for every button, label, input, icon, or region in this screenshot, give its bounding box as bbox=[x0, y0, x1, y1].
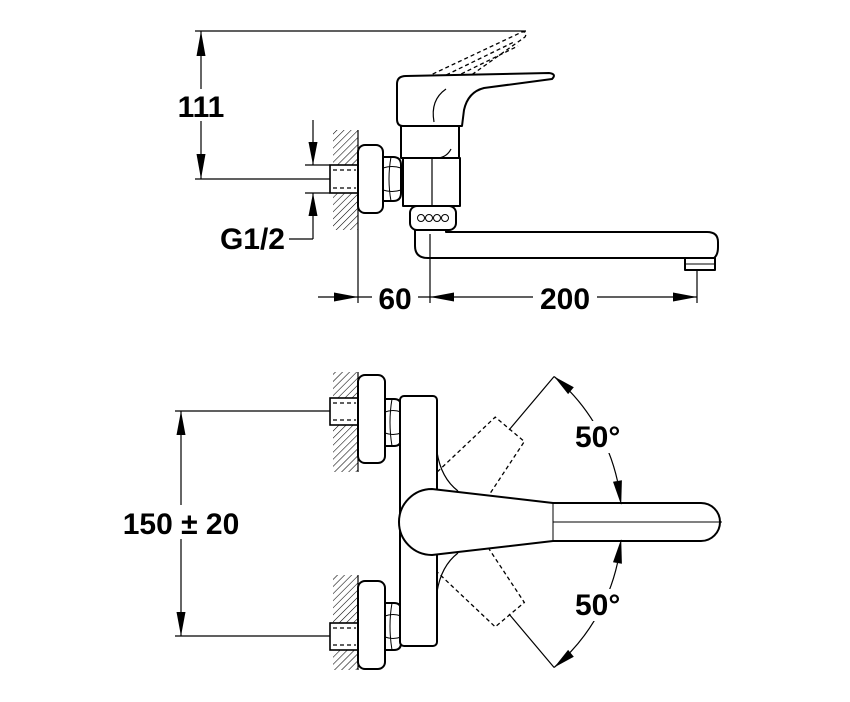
arrowhead-down bbox=[176, 612, 186, 636]
label-background bbox=[372, 283, 418, 313]
front-view: 150 ± 20 bbox=[112, 372, 722, 670]
body-flare-bottom bbox=[436, 552, 459, 593]
body-flare-top bbox=[436, 451, 459, 492]
label-background bbox=[112, 505, 250, 539]
rotation-up-dimension-label: 50° bbox=[575, 421, 620, 454]
arrowhead bbox=[613, 539, 622, 564]
arrowhead-down bbox=[196, 154, 206, 179]
horizontal-dimensions: 60 200 bbox=[318, 283, 697, 316]
label-background bbox=[172, 89, 230, 121]
arrowhead-up bbox=[176, 411, 186, 435]
arrowhead bbox=[554, 376, 574, 395]
inlet-spacing-dimension: 150 ± 20 bbox=[112, 410, 332, 637]
thread-dimension-label: G1/2 bbox=[220, 223, 285, 256]
arrowhead-left bbox=[430, 292, 454, 302]
handle-lever bbox=[396, 72, 555, 127]
arrowhead bbox=[613, 480, 622, 505]
thread-dimension: G1/2 bbox=[220, 120, 330, 256]
hex-nut bbox=[382, 156, 402, 202]
height-dimension-label: 111 bbox=[178, 91, 225, 124]
arrowhead-right bbox=[673, 292, 697, 302]
escutcheon bbox=[357, 144, 384, 214]
label-background bbox=[572, 421, 632, 453]
label-background bbox=[533, 283, 597, 313]
hex-nut bbox=[384, 602, 402, 651]
height-dimension: 111 bbox=[172, 31, 230, 179]
upper-inlet bbox=[329, 372, 402, 472]
wall-offset-dimension-label: 60 bbox=[378, 283, 411, 316]
arrowhead bbox=[554, 649, 574, 668]
raised-handle-outline bbox=[419, 31, 527, 81]
arrowhead-right bbox=[334, 292, 358, 302]
inlet-pipe-stub bbox=[329, 622, 359, 651]
arrowhead-up bbox=[196, 31, 206, 56]
inlet-pipe-stub bbox=[329, 164, 359, 194]
rotation-angle-dimension: 50° 50° bbox=[508, 376, 632, 668]
spout bbox=[414, 229, 719, 259]
inlet-spacing-dimension-label: 150 ± 20 bbox=[123, 508, 240, 541]
aerator bbox=[684, 257, 716, 271]
angle-extension-down bbox=[508, 613, 555, 668]
spout-reach-dimension-label: 200 bbox=[540, 283, 590, 316]
label-background bbox=[572, 589, 632, 621]
escutcheon bbox=[357, 374, 386, 464]
lower-inlet bbox=[329, 575, 402, 670]
side-view: 111 G1/2 bbox=[172, 30, 719, 316]
hex-nut bbox=[384, 398, 402, 447]
arrowhead-up bbox=[308, 193, 318, 216]
arrowhead-down bbox=[308, 142, 318, 165]
spout-collar bbox=[409, 205, 457, 231]
inlet-pipe-stub bbox=[329, 397, 359, 426]
escutcheon bbox=[357, 580, 386, 670]
angle-extension-up bbox=[508, 376, 555, 431]
rotation-down-dimension-label: 50° bbox=[575, 589, 620, 622]
